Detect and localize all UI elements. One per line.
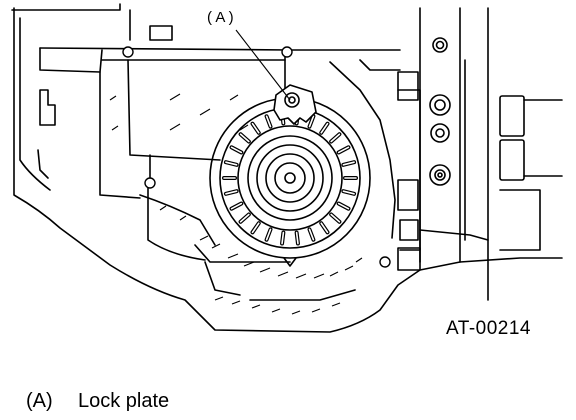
drum-slot-inner xyxy=(320,122,329,134)
drum-slot-inner xyxy=(295,231,299,245)
callout-label-a: ( A ) xyxy=(207,9,234,26)
drum-slot-inner xyxy=(281,231,285,245)
drum-slot-inner xyxy=(330,133,341,143)
drum-slot-inner xyxy=(337,202,350,210)
case-housing xyxy=(11,3,563,333)
drum-slot-inner xyxy=(225,190,238,195)
drum-slot-inner xyxy=(239,213,250,223)
drum-slot-inner xyxy=(251,122,260,134)
drum-slot-inner xyxy=(265,115,272,128)
figure-id: AT-00214 xyxy=(446,318,531,339)
drum-slot-inner xyxy=(308,115,315,128)
bolt-markers xyxy=(122,46,391,268)
callout-leader xyxy=(235,29,291,101)
drum-slot-inner xyxy=(230,146,243,154)
drum-slot-inner xyxy=(251,222,260,234)
legend-item: (A) Lock plate xyxy=(26,390,169,413)
drum-slot-inner xyxy=(225,161,238,166)
valve-body xyxy=(397,7,563,301)
drum-slot-inner xyxy=(337,146,350,154)
lock-plate xyxy=(273,84,317,125)
cast-texture xyxy=(109,93,363,315)
drum-slot-inner xyxy=(330,213,341,223)
drum-slot-inner xyxy=(265,228,272,241)
legend-text: Lock plate xyxy=(78,390,170,412)
drum-assembly xyxy=(209,97,371,267)
legend-key: (A) xyxy=(26,390,53,412)
drum-slots xyxy=(222,110,358,246)
drum-slot-inner xyxy=(320,222,329,234)
drum-slot-inner xyxy=(342,190,355,195)
drum-slot-inner xyxy=(230,202,243,210)
drum-slot-inner xyxy=(308,228,315,241)
drum-slot-inner xyxy=(342,161,355,166)
drum-slot-inner xyxy=(239,133,250,143)
